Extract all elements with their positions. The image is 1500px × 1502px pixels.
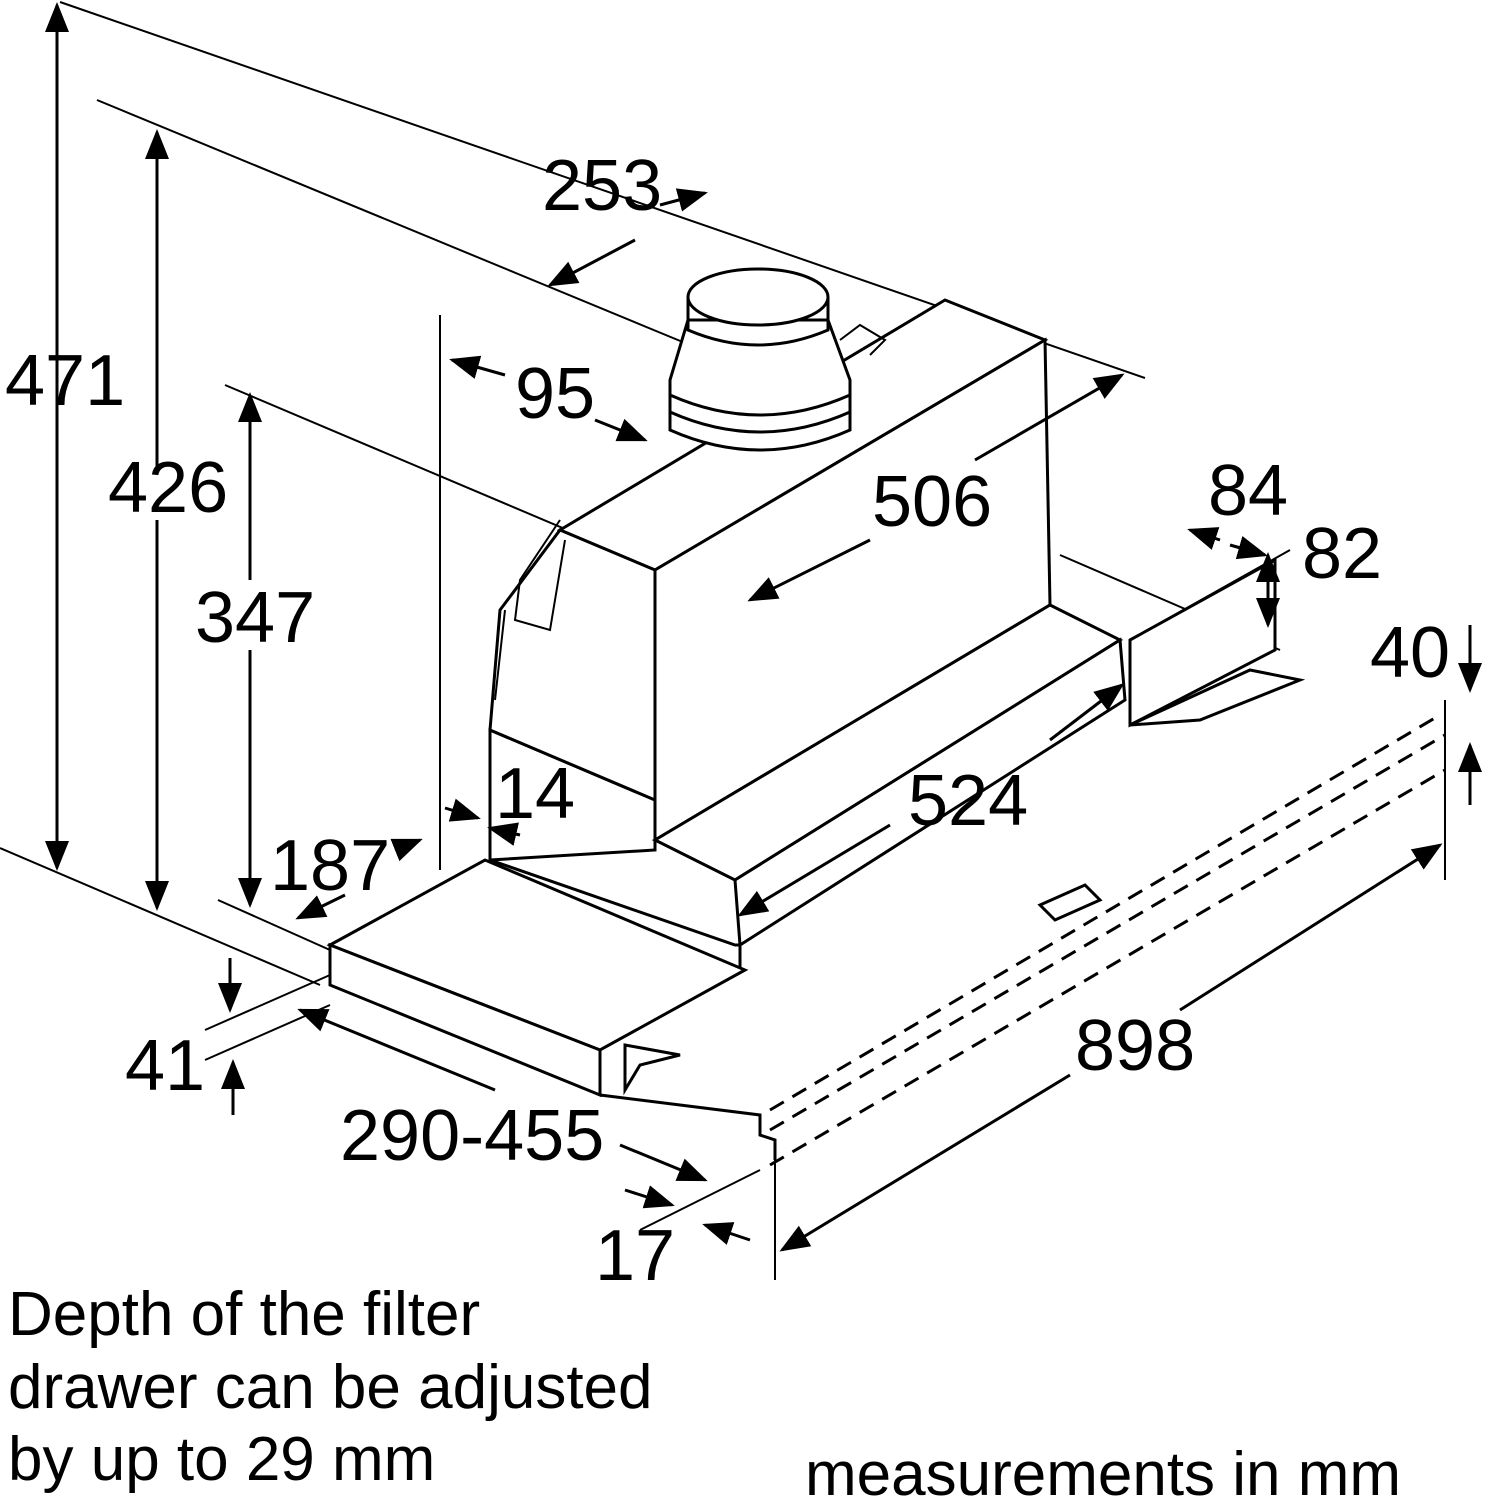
units-note: measurements in mm bbox=[805, 1440, 1401, 1502]
dashed-mounting-outline bbox=[599, 713, 1446, 1167]
dim-84: 84 bbox=[1208, 451, 1288, 531]
dim-426: 426 bbox=[108, 448, 228, 528]
dim-14: 14 bbox=[495, 754, 575, 834]
dim-524: 524 bbox=[908, 761, 1028, 841]
dim-898: 898 bbox=[1075, 1006, 1195, 1086]
dim-40: 40 bbox=[1370, 613, 1450, 693]
dimension-arrows bbox=[45, 2, 1482, 1252]
dim-41: 41 bbox=[125, 1026, 205, 1106]
dim-471: 471 bbox=[5, 341, 125, 421]
hood-body bbox=[326, 298, 1306, 1098]
note-line-1: Depth of the filter bbox=[8, 1280, 480, 1349]
dim-253: 253 bbox=[542, 146, 662, 226]
dimension-labels: 471 426 347 253 95 506 84 82 40 14 187 5… bbox=[5, 146, 1450, 1296]
dim-17: 17 bbox=[595, 1216, 675, 1296]
note-line-2: drawer can be adjusted bbox=[8, 1353, 653, 1422]
dim-506: 506 bbox=[872, 462, 992, 542]
dim-95: 95 bbox=[515, 354, 595, 434]
note-line-3: by up to 29 mm bbox=[8, 1425, 435, 1494]
notes: Depth of the filter drawer can be adjust… bbox=[8, 1280, 1401, 1502]
dim-187: 187 bbox=[270, 826, 390, 906]
dim-347: 347 bbox=[195, 578, 315, 658]
dim-290-455: 290-455 bbox=[340, 1096, 604, 1176]
duct-connector bbox=[494, 267, 887, 701]
dim-82: 82 bbox=[1302, 514, 1382, 594]
